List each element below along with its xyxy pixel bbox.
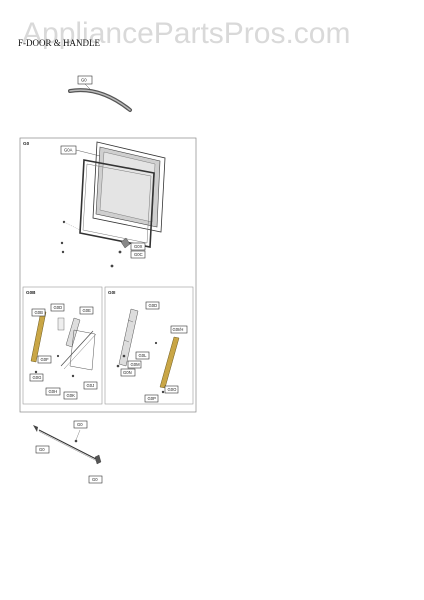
callout-left-f[interactable]: G0H <box>45 387 61 396</box>
callout-rod-b[interactable]: G0 <box>35 445 50 454</box>
callout-hinge-a[interactable]: G0X <box>130 242 146 251</box>
panel-main-border <box>19 137 197 413</box>
svg-text:G0G: G0G <box>33 375 42 380</box>
callout-left-e[interactable]: G0G <box>29 373 44 382</box>
svg-text:G0: G0 <box>81 78 87 83</box>
callout-right-b[interactable]: G0I/H <box>170 325 188 334</box>
callout-left-h[interactable]: G0K <box>63 391 78 400</box>
svg-text:G0B: G0B <box>35 310 44 315</box>
svg-text:G0A: G0A <box>64 148 73 153</box>
svg-text:G0P: G0P <box>148 396 157 401</box>
svg-text:G0E: G0E <box>83 308 92 313</box>
watermark: AppliancePartsPros.com <box>22 17 350 50</box>
left-gray-rails <box>34 317 97 378</box>
panel-left-sub-label: G0B <box>26 290 36 295</box>
svg-text:G0C: G0C <box>134 252 143 257</box>
svg-text:G0: G0 <box>39 447 45 452</box>
svg-text:G0X: G0X <box>134 244 143 249</box>
svg-text:G0: G0 <box>92 477 98 482</box>
callout-right-d[interactable]: G0M <box>127 360 142 369</box>
svg-text:G0F: G0F <box>41 357 50 362</box>
svg-text:G0L: G0L <box>139 353 148 358</box>
callout-left-d[interactable]: G0F <box>37 355 52 364</box>
callout-right-e[interactable]: G0N <box>120 368 136 377</box>
panel-right-sub-border <box>104 286 194 405</box>
svg-text:G0M: G0M <box>131 362 141 367</box>
svg-text:G0D: G0D <box>149 303 158 308</box>
right-gray-rail <box>118 308 139 367</box>
callout-left-g[interactable]: G0J <box>83 381 98 390</box>
svg-text:G0D: G0D <box>54 305 63 310</box>
svg-text:G0N: G0N <box>123 370 132 375</box>
callout-left-b[interactable]: G0D <box>50 303 65 312</box>
svg-text:G0I/H: G0I/H <box>173 327 184 332</box>
hinge-hardware <box>60 220 131 268</box>
callout-right-a[interactable]: G0D <box>145 301 160 310</box>
panel-main-label: G0 <box>23 141 30 146</box>
svg-text:G0K: G0K <box>67 393 76 398</box>
panel-right-sub-label: G0I <box>108 290 115 295</box>
callout-rod-c[interactable]: G0 <box>88 475 103 484</box>
callout-left-c[interactable]: G0E <box>79 306 94 315</box>
svg-text:G0J: G0J <box>87 383 95 388</box>
left-gold-rail <box>30 310 47 363</box>
svg-text:G0: G0 <box>77 422 83 427</box>
callout-left-a[interactable]: G0B <box>31 308 46 317</box>
callout-right-f[interactable]: G0O <box>164 385 179 394</box>
rod-part <box>33 425 102 465</box>
panel-left-sub-border <box>22 286 103 405</box>
callout-handle-top[interactable]: G0 <box>77 75 93 85</box>
callout-right-g[interactable]: G0P <box>144 394 159 403</box>
right-gold-rail <box>159 336 180 389</box>
callout-hinge-b[interactable]: G0C <box>130 250 146 259</box>
callout-right-c[interactable]: G0L <box>135 351 150 360</box>
door-frame <box>79 141 166 248</box>
svg-text:G0O: G0O <box>168 387 178 392</box>
handle-part <box>68 83 132 112</box>
callout-door-frame[interactable]: G0A <box>60 145 101 157</box>
diagram-title: F-DOOR & HANDLE <box>18 38 101 48</box>
svg-text:G0H: G0H <box>49 389 58 394</box>
callout-rod-a[interactable]: G0 <box>73 420 88 429</box>
